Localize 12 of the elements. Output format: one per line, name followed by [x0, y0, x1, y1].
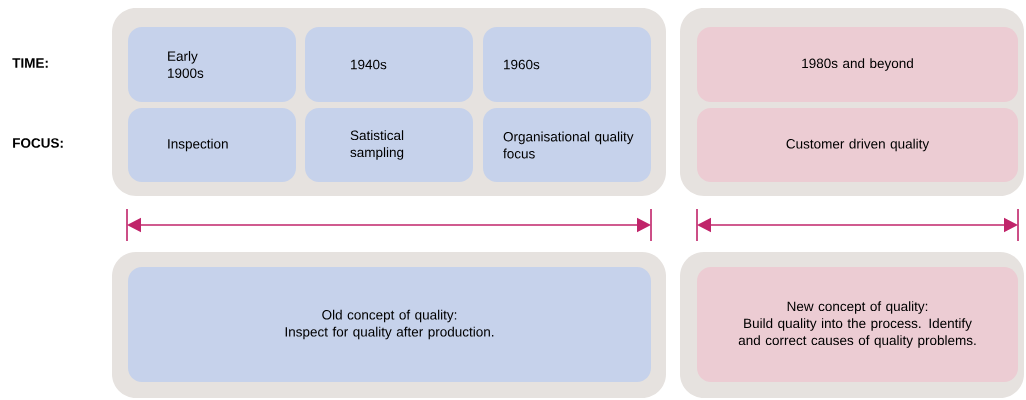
text-box: 1940s [305, 27, 473, 102]
text-box: Early 1900s [128, 27, 296, 102]
text-box: Organisational quality focus [483, 108, 651, 182]
text-box: 1960s [483, 27, 651, 102]
text-box: New concept of quality: Build quality into the process. Identify and correct causes of quality problems. [697, 267, 1018, 382]
text-box: Inspection [128, 108, 296, 182]
text-box: Satistical sampling [305, 108, 473, 182]
row-label: FOCUS: [13, 138, 63, 148]
row-label: TIME: [12, 58, 48, 68]
text-box: Customer driven quality [697, 108, 1018, 182]
text-box: 1980s and beyond [697, 27, 1018, 102]
text-box: Old concept of quality: Inspect for quality after production. [128, 267, 651, 382]
